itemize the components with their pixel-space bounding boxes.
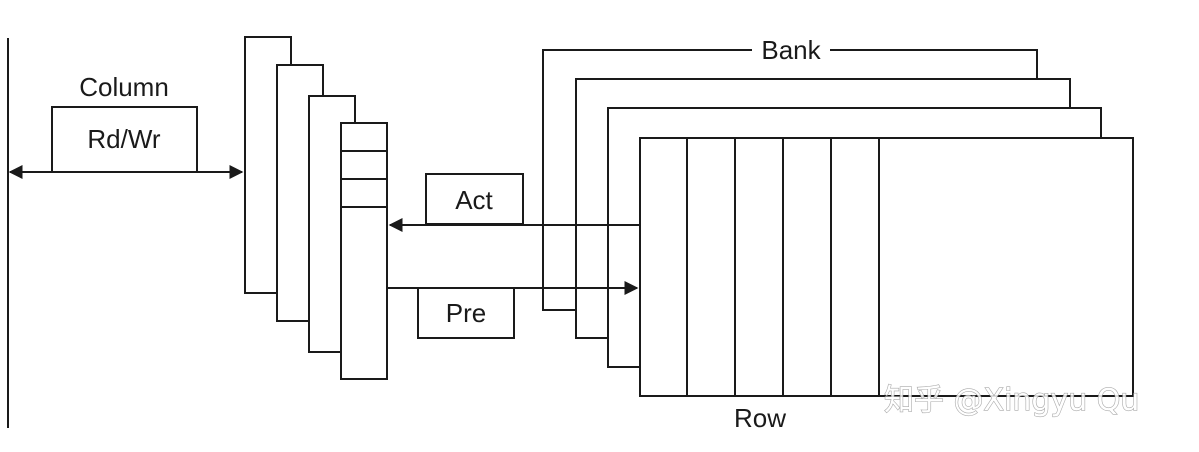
row-buffer bbox=[340, 122, 388, 380]
pre-label: Pre bbox=[446, 298, 486, 328]
rd-wr-label: Rd/Wr bbox=[87, 124, 161, 154]
watermark: 知乎 @Xingyu Qu bbox=[884, 383, 1139, 418]
column-label: Column bbox=[79, 72, 169, 102]
bank-array bbox=[639, 137, 1134, 397]
row-label: Row bbox=[734, 403, 786, 433]
rd-wr-box bbox=[51, 106, 198, 173]
bank-label-gap bbox=[752, 34, 830, 64]
act-label: Act bbox=[455, 185, 493, 215]
bank-label: Bank bbox=[761, 35, 821, 65]
